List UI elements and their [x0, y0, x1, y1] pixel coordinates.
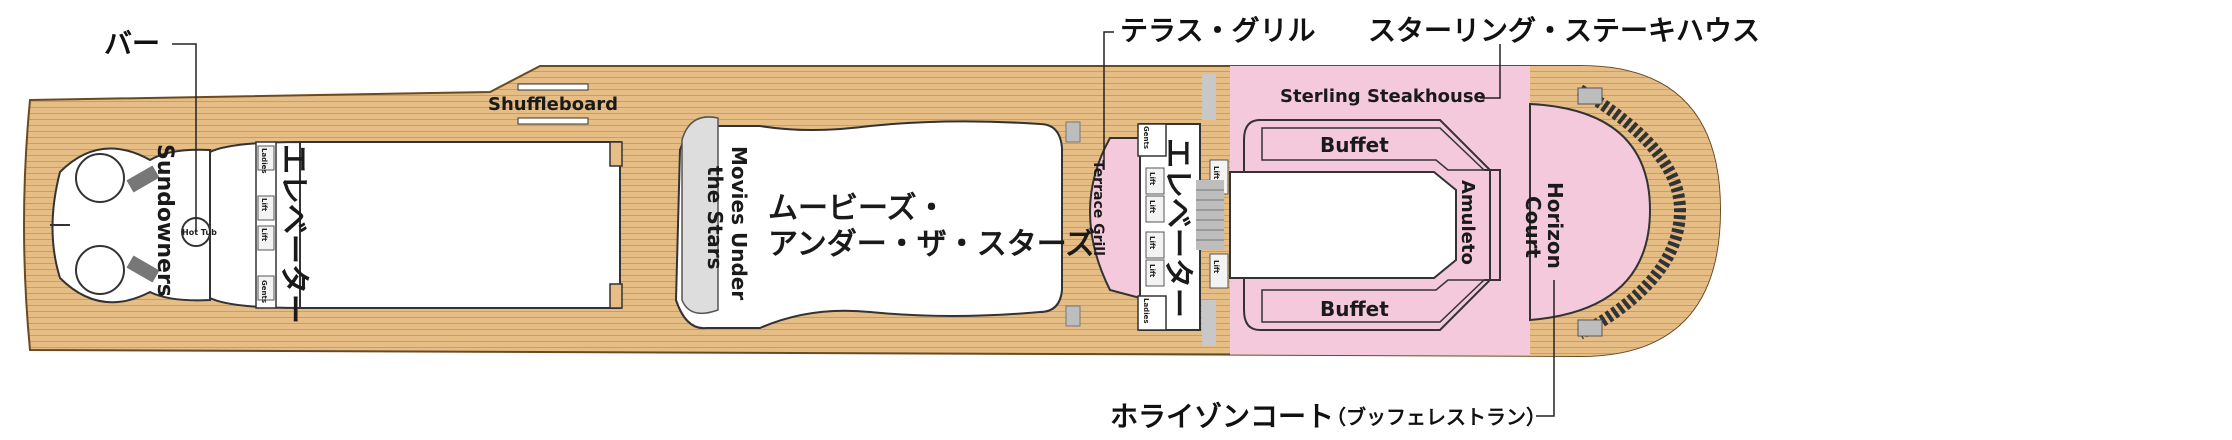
label-ladies-mid: Ladies: [1142, 298, 1150, 324]
label-lift-mid-4: Lift: [1148, 264, 1156, 278]
label-shuffleboard: Shuffleboard: [488, 94, 618, 115]
label-movies-under-line1: Movies Under: [727, 146, 751, 300]
forward-curved-seating: [1576, 84, 1687, 340]
label-gents-mid: Gents: [1142, 126, 1150, 149]
label-hot-tub: Hot Tub: [182, 228, 217, 237]
callout-horizon-court: ホライゾンコート: [1110, 400, 1334, 433]
mid-elevator-lobby: [1137, 123, 1229, 331]
aft-deck-area: [299, 141, 621, 309]
label-lift-mid-6: Lift: [1212, 260, 1220, 274]
atrium-void: [1229, 171, 1457, 279]
shuffleboard-court: [517, 83, 589, 125]
label-movies-under-line2: the Stars: [703, 166, 727, 270]
label-elevator-aft: エレベーター: [276, 144, 311, 324]
movies-under-the-stars: [674, 116, 1063, 330]
sundowners-bar: [50, 147, 211, 304]
callout-terrace-grill: テラス・グリル: [1120, 14, 1315, 47]
label-lift-mid-2: Lift: [1148, 200, 1156, 214]
label-movies-jp-line2: アンダー・ザ・スターズ: [768, 227, 1095, 262]
callout-sterling-steakhouse: スターリング・ステーキハウス: [1368, 14, 1760, 47]
label-buffet-top: Buffet: [1320, 133, 1389, 157]
label-lift-aft-2: Lift: [260, 228, 268, 242]
buffet-bottom: [1261, 279, 1486, 323]
horizon-court-bar: [1484, 169, 1501, 281]
terrace-grill: [1089, 137, 1141, 300]
label-horizon-court-line2: Court: [1521, 196, 1545, 259]
callout-horizon-court-note: （ブッフェレストラン）: [1326, 405, 1546, 429]
label-ladies-aft: Ladies: [260, 148, 268, 174]
label-lift-mid-5: Lift: [1212, 166, 1220, 180]
callout-bar: バー: [104, 27, 160, 60]
label-buffet-bottom: Buffet: [1320, 297, 1389, 321]
callout-leaders: [172, 31, 1555, 417]
label-amuleto: Amuleto: [1457, 180, 1478, 265]
label-movies-jp-line1: ムービーズ・: [768, 191, 947, 226]
label-gents-aft: Gents: [260, 280, 268, 303]
label-elevator-mid: エレベーター: [1160, 138, 1195, 318]
label-sundowners: Sundowners: [152, 144, 177, 297]
lounge-chair-icon: [1202, 74, 1216, 346]
label-lift-aft-1: Lift: [260, 198, 268, 212]
label-terrace-grill: Terrace Grill: [1090, 160, 1106, 256]
label-lift-mid-3: Lift: [1148, 236, 1156, 250]
lounge-chair-icon: [126, 165, 160, 283]
label-horizon-court-line1: Horizon: [1543, 182, 1567, 269]
label-lift-mid-1: Lift: [1148, 172, 1156, 186]
buffet-top: [1261, 127, 1486, 171]
stairs-icon: [1196, 180, 1224, 250]
stairs-icon: [1065, 121, 1081, 327]
label-sterling-steakhouse: Sterling Steakhouse: [1280, 86, 1486, 107]
